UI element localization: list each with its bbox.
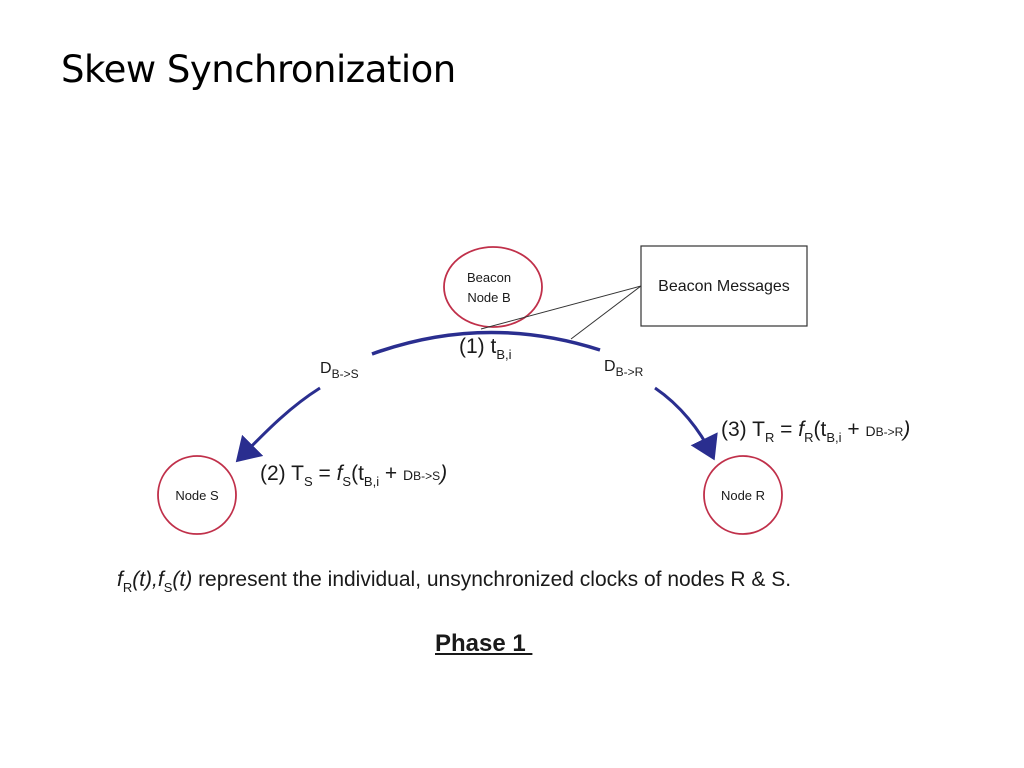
step3-prefix: (3) T (721, 418, 765, 441)
step1-prefix: (1) t (459, 335, 497, 358)
node-s-circle (157, 455, 237, 535)
caption-f1: f (117, 568, 123, 591)
step3-equation: (3) TR = fR(tB,i + DB->R) (721, 418, 911, 445)
step2-dsub: B->S (413, 469, 441, 483)
step2-eq: = (312, 462, 337, 485)
beacon-node-circle (443, 246, 543, 328)
beacon-node-label-line1: Beacon (467, 270, 511, 285)
step2-d: D (403, 467, 414, 483)
step3-f: f (798, 418, 805, 441)
slide-title: Skew Synchronization (61, 48, 456, 91)
pointer-line-2 (570, 285, 642, 340)
caption-t2: (t) (172, 568, 193, 591)
step3-fsub: R (804, 430, 814, 445)
step1-label: (1) tB,i (459, 335, 512, 362)
step2-prefix: (2) T (260, 462, 304, 485)
caption-f2: f (157, 568, 164, 591)
beacon-messages-box (640, 245, 808, 327)
beacon-node-label-line2: Node B (467, 290, 510, 305)
beacon-messages-label: Beacon Messages (658, 278, 790, 295)
d-br-main: D (604, 358, 616, 375)
caption: fR(t),fS(t) represent the individual, un… (117, 568, 792, 595)
step3-plus: + (841, 418, 866, 441)
caption-t1: (t), (132, 568, 158, 591)
arrow-to-node-s (235, 386, 321, 463)
d-br-label: DB->R (604, 358, 644, 379)
step1-sub: B,i (496, 347, 512, 362)
step2-close: ) (440, 462, 448, 485)
step2-equation: (2) TS = fS(tB,i + DB->S) (260, 462, 448, 489)
node-r-circle (703, 455, 783, 535)
caption-f2-sub: S (163, 580, 173, 595)
d-br-sub: B->R (615, 365, 644, 379)
step3-d: D (865, 423, 876, 439)
phase-label: Phase 1 (435, 630, 533, 657)
top-arc (371, 330, 601, 356)
node-r-label: Node R (721, 488, 765, 503)
d-bs-label: DB->S (320, 360, 359, 381)
caption-f1-sub: R (122, 580, 133, 595)
step3-eq: = (774, 418, 799, 441)
node-s-label: Node S (175, 488, 219, 503)
step2-f: f (336, 462, 343, 485)
step2-open: (t (351, 462, 364, 485)
arrow-to-node-r (654, 386, 718, 461)
step3-open: (t (813, 418, 827, 441)
d-bs-sub: B->S (331, 367, 359, 381)
step2-sub1: S (303, 474, 313, 489)
step2-plus: + (379, 462, 404, 485)
d-bs-main: D (320, 360, 332, 377)
step3-tsub: B,i (826, 430, 842, 445)
step3-sub1: R (764, 430, 775, 445)
step2-fsub: S (342, 474, 352, 489)
caption-rest: represent the individual, unsynchronized… (192, 568, 792, 591)
step3-close: ) (903, 418, 911, 441)
pointer-line-1 (480, 285, 642, 330)
step2-tsub: B,i (363, 474, 380, 489)
step3-dsub: B->R (875, 425, 904, 439)
